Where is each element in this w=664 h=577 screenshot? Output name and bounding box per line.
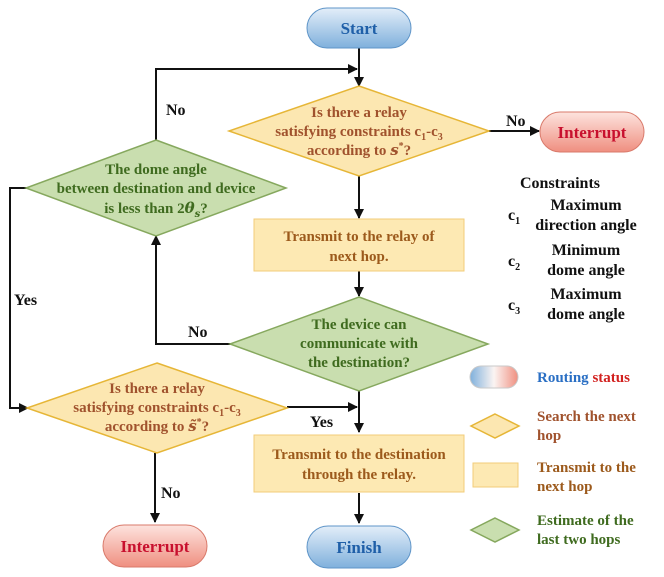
relay-check-2-diamond: Is there a relay satisfying constraints …	[24, 362, 290, 454]
constraint-c2-line2: dome angle	[547, 262, 625, 279]
legend-routing-status: Routing status	[469, 365, 630, 389]
dome-check-line1: The dome angle	[105, 162, 207, 178]
transmit-destination-line2: through the relay.	[302, 467, 416, 483]
constraint-c3-symbol: c3	[508, 297, 520, 317]
finish-node: Finish	[306, 525, 412, 569]
edge-label-no-interrupt: No	[506, 113, 526, 130]
relay-check-1-line1: Is there a relay	[311, 105, 407, 121]
communicate-check-line2: communicate with	[300, 336, 419, 352]
edge-communicate-no-to-dome	[151, 235, 231, 345]
relay-check-1-diamond: Is there a relay satisfying constraints …	[226, 85, 492, 177]
edge-label-no-top: No	[166, 102, 186, 119]
transmit-destination-line1: Transmit to the destination	[272, 447, 446, 463]
edge-label-yes-left: Yes	[14, 292, 37, 309]
dome-check-line3: is less than 2θs?	[104, 199, 208, 220]
constraints-title: Constraints	[520, 175, 600, 192]
transmit-relay-line2: next hop.	[329, 249, 388, 265]
edge-dome-yes-to-relay2	[9, 187, 31, 413]
edge-label-no-bottom: No	[161, 485, 181, 502]
interrupt-top-node: Interrupt	[539, 111, 645, 153]
edge-label-yes-relay2: Yes	[310, 414, 333, 431]
legend-transmit-line1: Transmit to the	[537, 460, 636, 476]
legend-transmit-swatch	[472, 462, 519, 488]
dome-check-diamond: The dome angle between destination and d…	[23, 139, 289, 237]
legend-estimate-line1: Estimate of the	[537, 513, 634, 529]
legend-status-swatch	[469, 365, 519, 389]
constraint-c2-symbol: c2	[508, 253, 520, 273]
relay-check-2-line3: according to s̃*?	[105, 417, 209, 435]
interrupt-top-label: Interrupt	[558, 123, 627, 142]
interrupt-bottom-label: Interrupt	[121, 537, 190, 556]
legend-search-swatch	[469, 413, 521, 439]
communicate-check-line1: The device can	[312, 317, 408, 333]
legend-estimate-line2: last two hops	[537, 532, 621, 548]
legend-search: Search the next hop	[469, 409, 636, 444]
start-node: Start	[306, 7, 412, 49]
start-label: Start	[341, 19, 378, 38]
transmit-relay-box: Transmit to the relay of next hop.	[253, 218, 465, 272]
legend: Routing status Search the next hop Trans…	[469, 365, 636, 548]
edge-label-no-comm: No	[188, 324, 208, 341]
legend-transmit: Transmit to the next hop	[472, 460, 636, 495]
legend-routing-status-label: Routing status	[537, 370, 630, 386]
constraint-c2-line1: Minimum	[552, 242, 621, 259]
constraint-c1-line2: direction angle	[535, 217, 636, 234]
constraint-c1-line1: Maximum	[550, 197, 622, 214]
edge-dome-no-to-relay-check	[155, 64, 358, 140]
relay-check-2-line1: Is there a relay	[109, 381, 205, 397]
constraint-c3-line1: Maximum	[550, 286, 622, 303]
legend-transmit-line2: next hop	[537, 479, 592, 495]
legend-estimate-swatch	[469, 517, 521, 543]
interrupt-bottom-node: Interrupt	[102, 524, 208, 568]
legend-search-line2: hop	[537, 428, 561, 444]
constraint-c3-line2: dome angle	[547, 306, 625, 323]
transmit-destination-box: Transmit to the destination through the …	[253, 434, 465, 493]
finish-label: Finish	[336, 538, 382, 557]
communicate-check-diamond: The device can communicate with the dest…	[227, 296, 491, 392]
dome-check-line2: between destination and device	[57, 181, 256, 197]
edges	[9, 48, 540, 524]
relay-check-1-line3: according to s*?	[307, 141, 411, 159]
relay-check-1-line2: satisfying constraints c1-c3	[275, 124, 443, 143]
communicate-check-line3: the destination?	[308, 355, 410, 371]
legend-search-line1: Search the next	[537, 409, 636, 425]
transmit-relay-line1: Transmit to the relay of	[283, 229, 435, 245]
legend-estimate: Estimate of the last two hops	[469, 513, 634, 548]
constraint-c1-symbol: c1	[508, 207, 520, 227]
constraints-panel: Constraints c1 Maximum direction angle c…	[508, 175, 637, 323]
relay-check-2-line2: satisfying constraints c1-c3	[73, 400, 241, 419]
